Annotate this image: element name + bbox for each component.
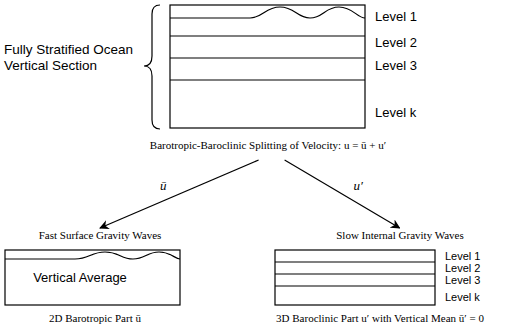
level-label: Level 1 xyxy=(375,10,417,25)
caption-text: Slow Internal Gravity Waves xyxy=(336,229,464,242)
level-label: Level k xyxy=(445,291,480,304)
split-arrow xyxy=(100,160,259,228)
caption-text: 2D Barotropic Part ū xyxy=(49,312,141,325)
caption-text: 3D Baroclinic Part u′ with Vertical Mean… xyxy=(276,312,484,325)
level-label: Level 2 xyxy=(445,262,480,275)
section-box: Slow Internal Gravity WavesLevel 1Level … xyxy=(270,226,510,326)
section-box: Level 1Level 2Level 3Level kBarotropic-B… xyxy=(165,0,425,160)
level-label: Level 3 xyxy=(445,274,480,287)
level-label: Level 3 xyxy=(375,59,417,74)
ocean-section-outline xyxy=(165,0,425,160)
caption-text: Vertical Average xyxy=(33,271,127,286)
caption-text: Fast Surface Gravity Waves xyxy=(39,229,162,242)
caption-text: Barotropic-Baroclinic Splitting of Veloc… xyxy=(150,139,386,152)
curly-bracket xyxy=(144,5,160,129)
level-label: Level k xyxy=(375,106,416,121)
edge-label: ū xyxy=(158,179,169,193)
level-label: Level 1 xyxy=(445,250,480,263)
section-label: Fully Stratified Ocean Vertical Section xyxy=(4,42,150,74)
section-box: Fast Surface Gravity WavesVertical Avera… xyxy=(5,226,195,326)
level-label: Level 2 xyxy=(375,36,417,51)
edge-label: u′ xyxy=(351,179,364,193)
split-arrow xyxy=(285,160,400,228)
